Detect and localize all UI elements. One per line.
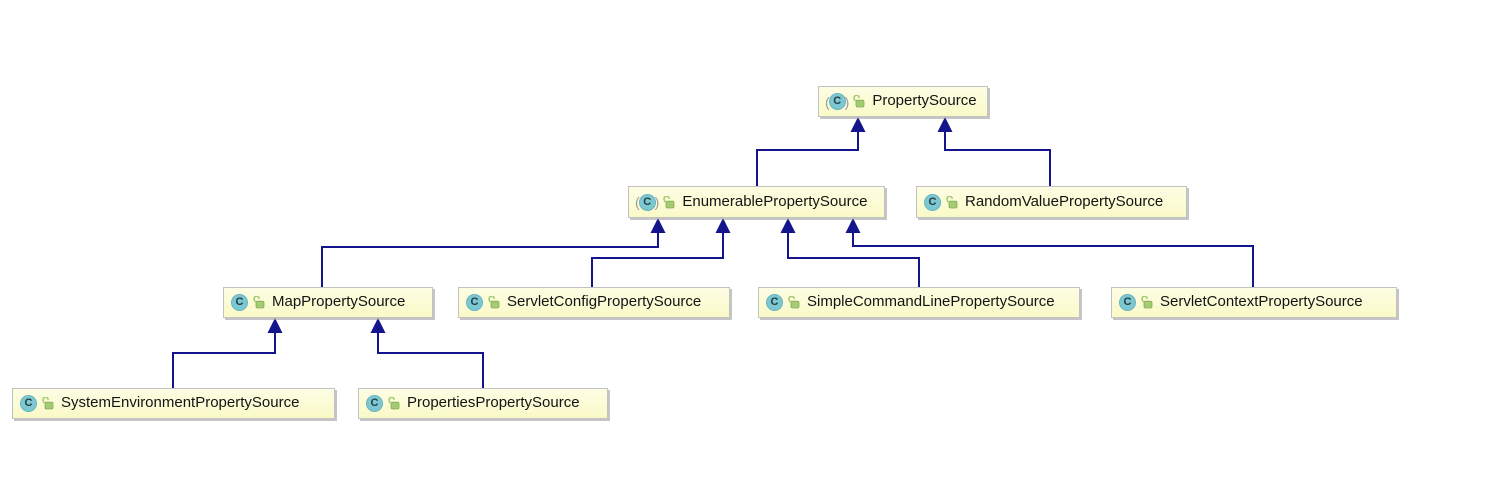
class-name-label: EnumerablePropertySource [682, 192, 868, 210]
class-node-system-environment-property-source[interactable]: C SystemEnvironmentPropertySource [12, 388, 335, 419]
class-name-label: SystemEnvironmentPropertySource [61, 394, 300, 411]
class-icon: C [20, 395, 37, 412]
class-node-servlet-config-property-source[interactable]: C ServletConfigPropertySource [458, 287, 730, 318]
public-lock-icon [1140, 296, 1153, 309]
inheritance-edge-servlet-config-property-source-to-enumerable-property-source [591, 218, 731, 287]
inheritance-arrowhead [715, 218, 731, 233]
class-letter-badge: C [20, 395, 37, 412]
class-name-label: MapPropertySource [272, 293, 406, 310]
class-icon: C [366, 395, 383, 412]
inheritance-edge-servlet-context-property-source-to-enumerable-property-source [845, 218, 1254, 287]
inheritance-edge-enumerable-property-source-to-property-source [756, 117, 866, 186]
class-letter-badge: C [466, 294, 483, 311]
inheritance-arrowhead [937, 117, 953, 132]
class-letter-badge: C [231, 294, 248, 311]
class-node-servlet-context-property-source[interactable]: C ServletContextPropertySource [1111, 287, 1397, 318]
public-lock-icon [662, 195, 675, 209]
inheritance-arrowhead [370, 318, 386, 333]
class-icon: C [231, 294, 248, 311]
inheritance-edge-map-property-source-to-enumerable-property-source [321, 218, 666, 287]
inheritance-edge-system-environment-property-source-to-map-property-source [172, 318, 283, 388]
abstract-class-icon: (C) [635, 193, 660, 211]
inheritance-edge-simple-command-line-property-source-to-enumerable-property-source [780, 218, 920, 287]
class-letter-badge: C [366, 395, 383, 412]
class-icon: C [924, 193, 941, 211]
abstract-paren-open: ( [635, 194, 640, 210]
inheritance-arrowhead [267, 318, 283, 333]
inheritance-arrowhead [780, 218, 796, 233]
class-name-label: PropertySource [872, 92, 977, 109]
class-icon: C [466, 294, 483, 311]
class-letter-badge: C [766, 294, 783, 311]
abstract-paren-open: ( [825, 93, 830, 110]
class-name-label: PropertiesPropertySource [407, 394, 580, 411]
class-name-label: ServletConfigPropertySource [507, 293, 702, 310]
public-lock-icon [787, 296, 800, 309]
public-lock-icon [852, 95, 865, 108]
public-lock-icon [387, 397, 400, 410]
class-name-label: ServletContextPropertySource [1160, 293, 1363, 310]
class-icon: C [1119, 294, 1136, 311]
public-lock-icon [252, 296, 265, 309]
class-letter-badge: C [1119, 294, 1136, 311]
class-node-random-value-property-source[interactable]: C RandomValuePropertySource [916, 186, 1187, 218]
inheritance-arrowhead [650, 218, 666, 233]
class-node-enumerable-property-source[interactable]: (C) EnumerablePropertySource [628, 186, 885, 218]
class-node-properties-property-source[interactable]: C PropertiesPropertySource [358, 388, 608, 419]
class-node-map-property-source[interactable]: C MapPropertySource [223, 287, 433, 318]
inheritance-edge-properties-property-source-to-map-property-source [370, 318, 484, 388]
class-node-property-source[interactable]: (C) PropertySource [818, 86, 988, 117]
class-node-simple-command-line-property-source[interactable]: C SimpleCommandLinePropertySource [758, 287, 1080, 318]
class-name-label: RandomValuePropertySource [965, 192, 1164, 210]
class-letter-badge: C [828, 93, 846, 110]
public-lock-icon [41, 397, 54, 410]
inheritance-arrowhead [845, 218, 861, 233]
inheritance-edge-random-value-property-source-to-property-source [937, 117, 1051, 186]
class-name-label: SimpleCommandLinePropertySource [807, 293, 1055, 310]
class-icon: C [766, 294, 783, 311]
class-letter-badge: C [924, 193, 941, 211]
class-letter-badge: C [638, 193, 656, 211]
public-lock-icon [487, 296, 500, 309]
public-lock-icon [945, 195, 958, 209]
abstract-paren-close: ) [654, 194, 660, 210]
abstract-paren-close: ) [844, 93, 850, 110]
abstract-class-icon: (C) [825, 93, 850, 110]
inheritance-arrowhead [850, 117, 866, 132]
